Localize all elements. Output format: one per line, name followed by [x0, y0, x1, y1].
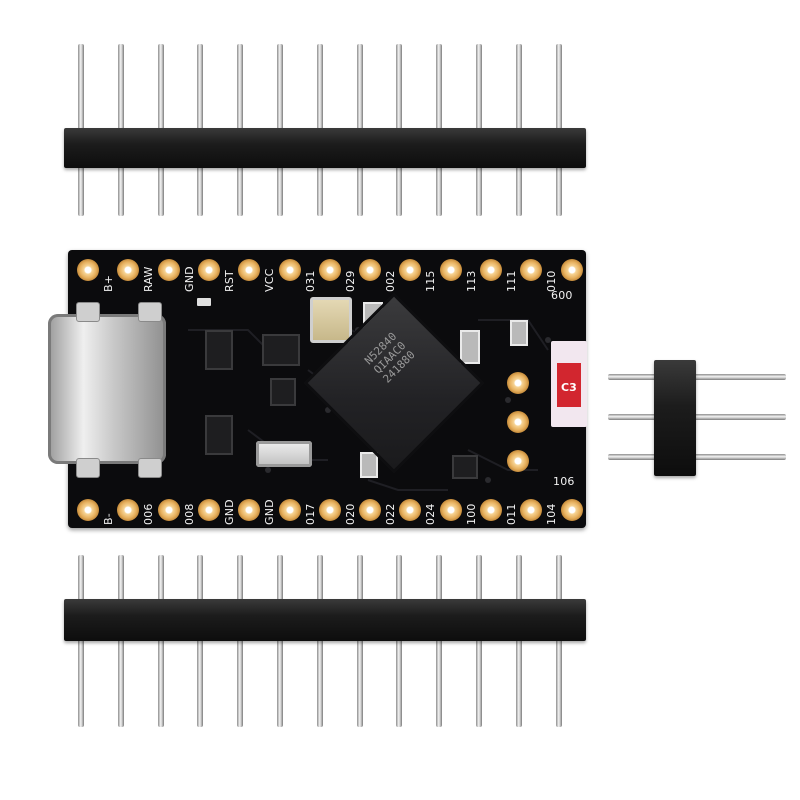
pad-top [399, 259, 422, 281]
pad-top [117, 259, 140, 281]
smd-ic-1 [205, 330, 233, 370]
pad-bottom [318, 499, 341, 521]
side-pad [507, 411, 529, 433]
pad-top [238, 259, 261, 281]
pad-bottom [560, 499, 583, 521]
pin-label-bottom: GND [263, 499, 277, 525]
side-pad [507, 450, 529, 472]
header-housing-bottom [64, 599, 586, 641]
pin-label-bottom: 100 [464, 503, 478, 525]
pad-top [439, 259, 462, 281]
pin-label-top: 002 [384, 270, 398, 292]
pad-top [520, 259, 543, 281]
header-pin [396, 555, 403, 727]
header-pin [515, 555, 522, 727]
pad-top [197, 259, 220, 281]
pad-top [157, 259, 180, 281]
pad-bottom [77, 499, 99, 521]
pad-bottom [480, 499, 502, 521]
pin-label-bottom: 020 [343, 503, 357, 525]
pin-label-bottom: 006 [142, 503, 156, 525]
pad-bottom [359, 499, 382, 521]
pin-label-bottom: 008 [182, 503, 196, 525]
pin-label-top: 031 [303, 270, 317, 292]
pin-label-bottom: GND [222, 499, 236, 525]
header-pin [157, 555, 164, 727]
pin-label-top: 029 [343, 270, 357, 292]
header-pin [555, 555, 562, 727]
pin-label-top: RST [222, 270, 236, 292]
header-pin [436, 555, 443, 727]
pin-label-top: RAW [142, 266, 156, 292]
pad-top [278, 259, 301, 281]
pin-header-small [608, 358, 788, 476]
header-housing-small [654, 360, 696, 476]
pad-bottom [278, 499, 301, 521]
header-pin [356, 555, 363, 727]
pad-bottom [238, 499, 261, 521]
pin-label-bottom: 104 [545, 503, 559, 525]
pad-top [77, 259, 99, 281]
smd-ic-5 [452, 455, 478, 479]
usb-c-connector [48, 302, 166, 478]
pad-top [359, 259, 382, 281]
pin-label-top: 115 [424, 270, 438, 292]
header-pin [117, 555, 124, 727]
pin-header-top [60, 40, 590, 220]
pin-label-top: 113 [464, 270, 478, 292]
header-pin [277, 555, 283, 727]
smd-ic-3 [262, 334, 300, 366]
pad-top [480, 259, 502, 281]
crystal-oscillator [310, 297, 352, 343]
pad-bottom [197, 499, 220, 521]
fuse-label: C3 [561, 381, 577, 394]
pin-label-bottom: 017 [303, 503, 317, 525]
pin-label-bottom: B- [102, 513, 115, 525]
pin-label-bottom: 022 [384, 503, 398, 525]
header-housing-top [64, 128, 586, 168]
label-600: 600 [551, 289, 573, 302]
pin-label-top: B+ [102, 274, 115, 292]
smd-capacitor-2 [510, 320, 528, 346]
pin-label-top: 111 [505, 270, 518, 292]
side-pad [507, 372, 529, 394]
header-pin [316, 555, 323, 727]
pin-label-bottom: 024 [424, 503, 438, 525]
pad-bottom [520, 499, 543, 521]
smd-ic-2 [205, 415, 233, 455]
pin-label-top: GND [182, 266, 196, 292]
header-pin [197, 555, 204, 727]
pin-header-bottom [60, 555, 590, 730]
header-pin [237, 555, 244, 727]
pad-bottom [117, 499, 140, 521]
pin-label-top: VCC [263, 268, 277, 293]
smd-inductor [460, 330, 480, 364]
label-106: 106 [553, 475, 575, 488]
fuse-component: C3 [551, 341, 587, 427]
led-indicator [197, 298, 211, 306]
pin-label-bottom: 011 [505, 503, 518, 525]
pad-top [318, 259, 341, 281]
crystal-32khz [256, 441, 312, 467]
pad-bottom [157, 499, 180, 521]
header-pin [78, 555, 84, 727]
pad-bottom [439, 499, 462, 521]
pad-top [560, 259, 583, 281]
smd-ic-4 [270, 378, 296, 406]
smd-capacitor-3 [360, 452, 378, 478]
pad-bottom [399, 499, 422, 521]
header-pin [476, 555, 482, 727]
